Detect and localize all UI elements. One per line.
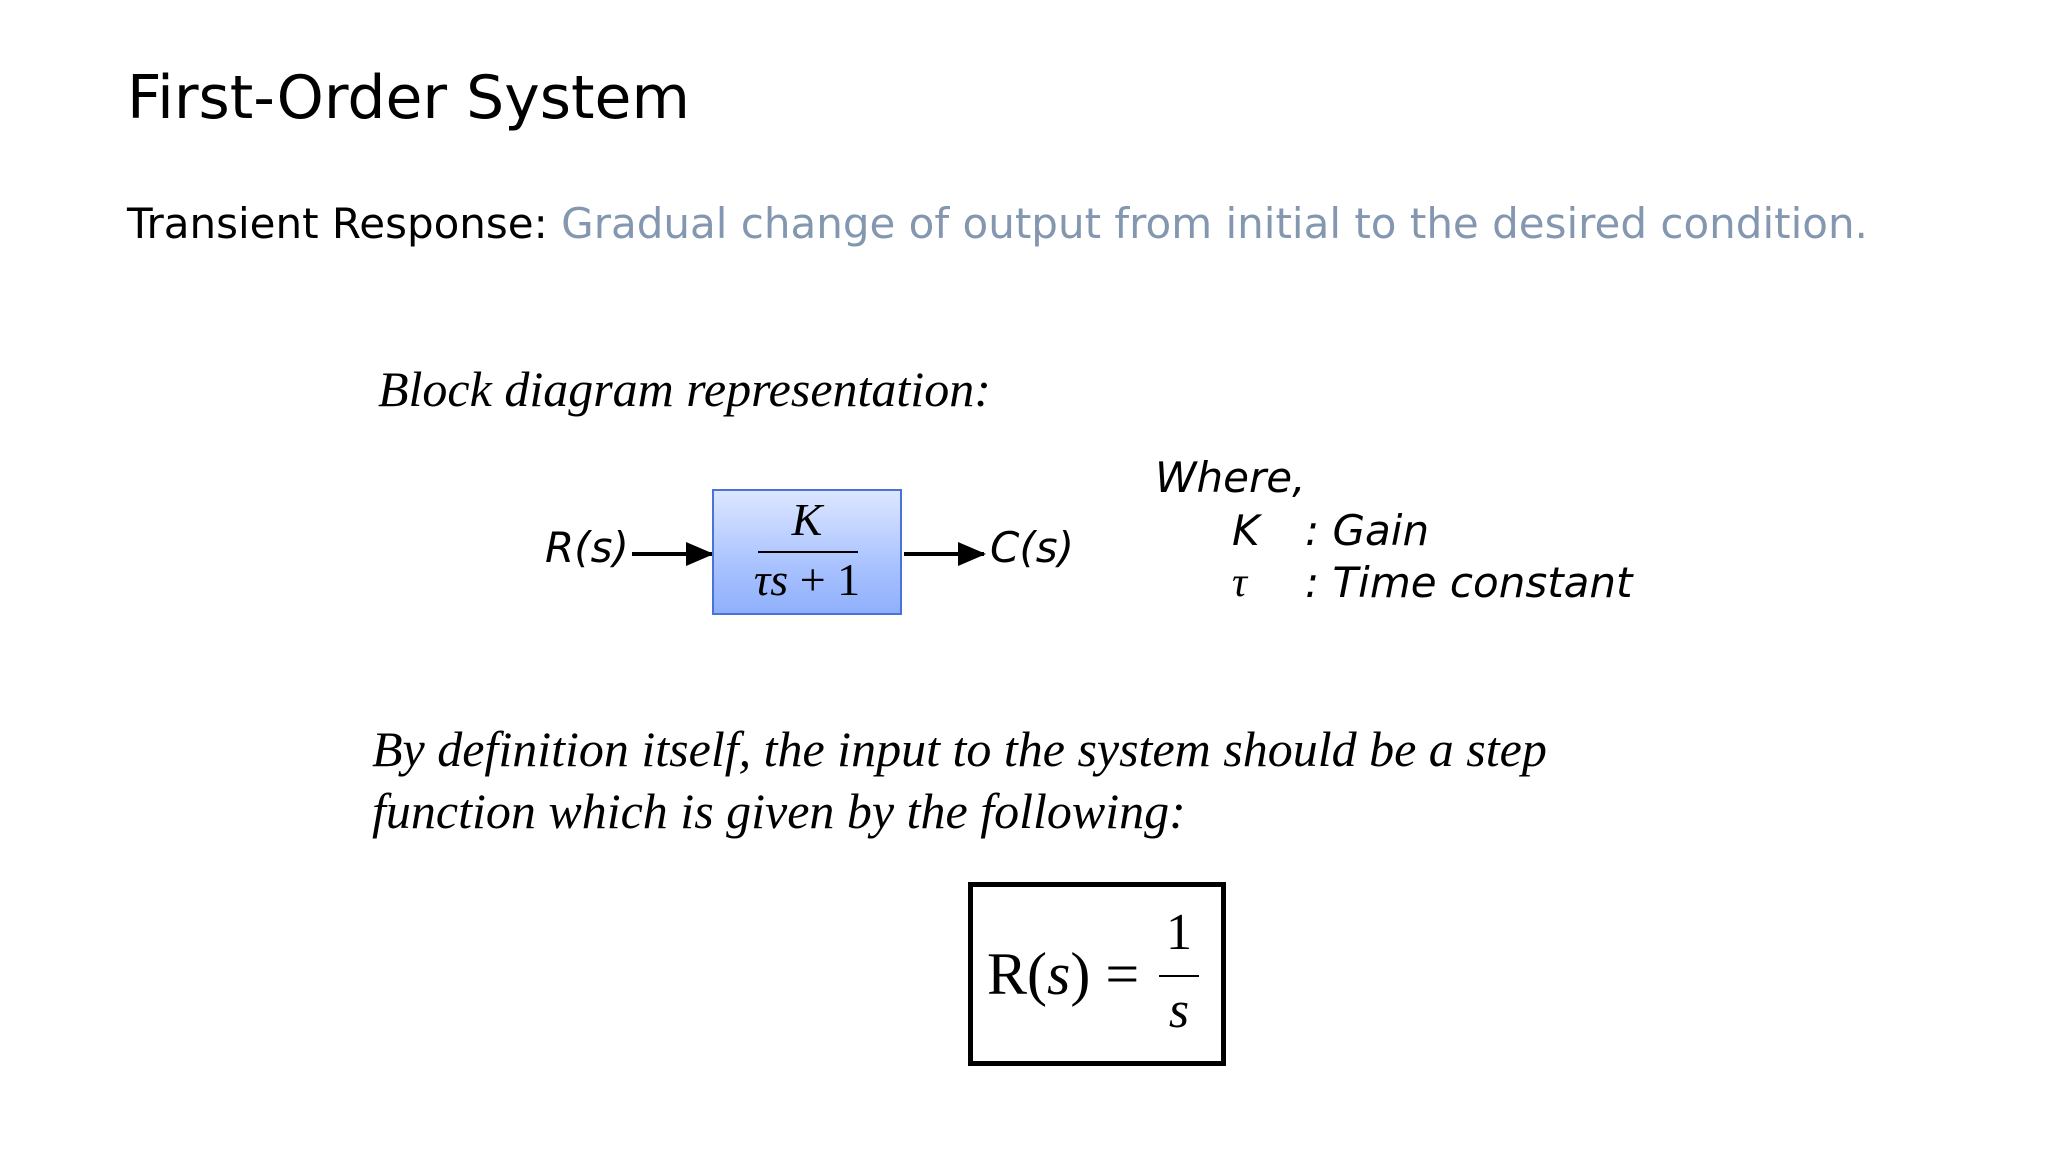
slide-subtitle: Transient Response: Gradual change of ou… <box>127 195 1868 253</box>
tf-numerator: K <box>791 494 823 545</box>
output-arrow <box>904 542 986 566</box>
block-diagram-heading: Block diagram representation: <box>378 361 991 417</box>
subtitle-description: Gradual change of output from initial to… <box>561 199 1868 248</box>
tf-fraction-bar <box>758 551 858 553</box>
formula-denominator: s <box>1168 982 1190 1039</box>
param-symbol-gain: K <box>1232 506 1260 555</box>
slide-title: First-Order System <box>127 63 690 133</box>
param-symbol-time-constant: τ <box>1232 560 1248 606</box>
output-signal-label: C(s) <box>990 523 1074 572</box>
tf-denominator-constant: + 1 <box>788 554 861 605</box>
subtitle-label: Transient Response: <box>127 199 548 248</box>
definition-paragraph: By definition itself, the input to the s… <box>372 721 1547 839</box>
formula-lhs-variable: s <box>1047 941 1071 1007</box>
formula-numerator: 1 <box>1166 904 1192 961</box>
transfer-function-block: K τs + 1 <box>712 489 902 615</box>
tf-denominator-variable: τs <box>753 554 789 605</box>
formula-lhs-prefix: R( <box>987 941 1047 1007</box>
formula-lhs: R(s) = <box>987 939 1139 1009</box>
formula-fraction-bar <box>1159 975 1199 977</box>
input-signal-label: R(s) <box>545 523 629 572</box>
legend-where: Where, <box>1155 453 1306 502</box>
formula-lhs-suffix: ) = <box>1070 941 1140 1007</box>
input-arrow <box>632 542 714 566</box>
step-input-formula: R(s) = 1 s <box>968 882 1226 1066</box>
param-desc-gain: : Gain <box>1305 506 1430 555</box>
param-desc-time-constant: : Time constant <box>1305 558 1633 607</box>
tf-denominator: τs + 1 <box>714 555 900 605</box>
